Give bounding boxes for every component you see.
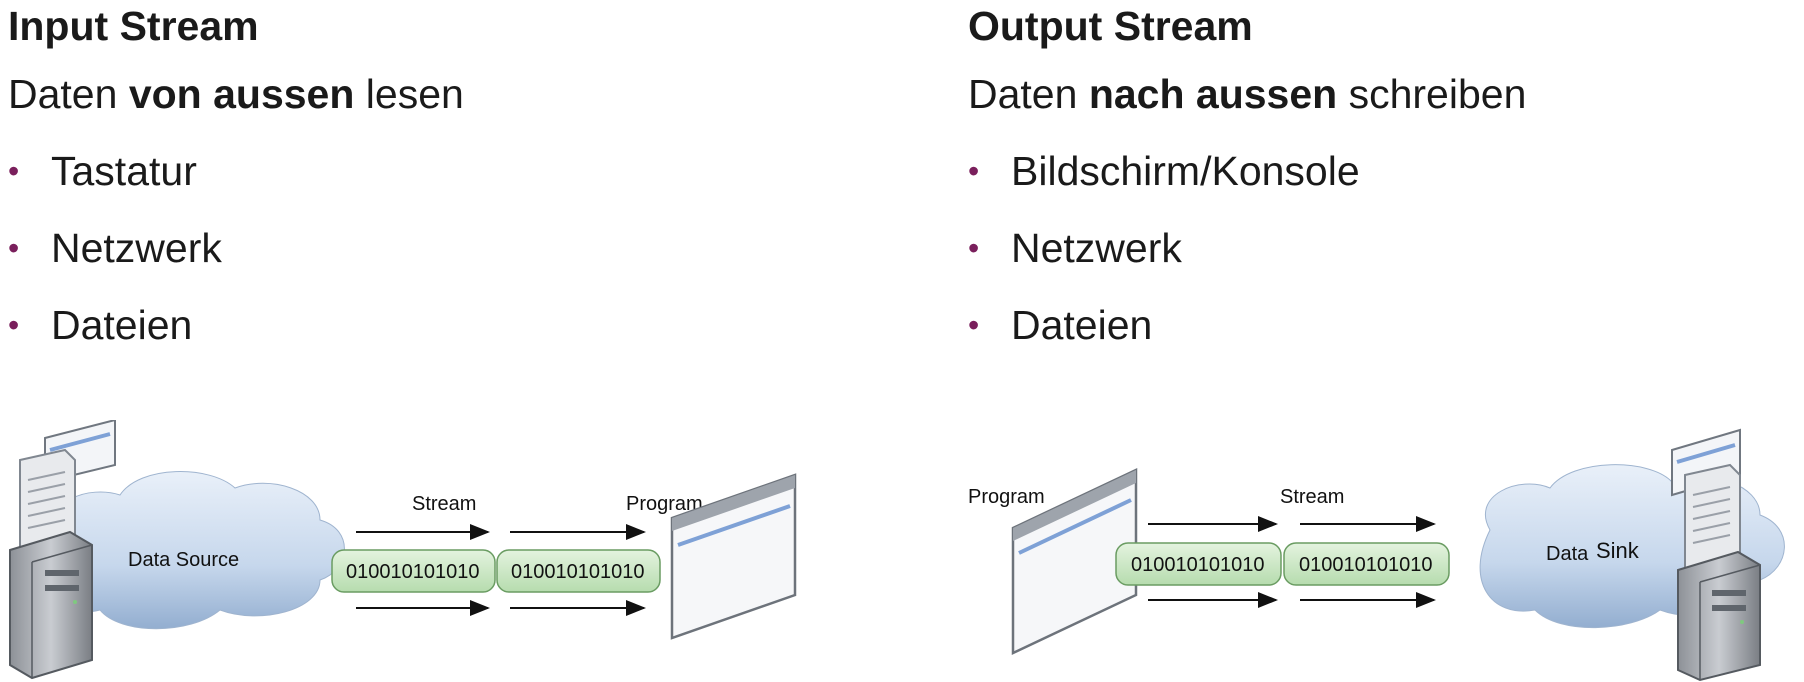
stream-arrows bbox=[356, 524, 646, 616]
server-icon bbox=[9, 530, 93, 680]
list-item-label: Netzwerk bbox=[1011, 225, 1182, 271]
stream-label: Stream bbox=[412, 493, 476, 515]
list-item: • Netzwerk bbox=[968, 222, 1360, 299]
input-stream-diagram: Data Source Stream Program 010010101010 … bbox=[9, 420, 797, 680]
list-item: • Bildschirm/Konsole bbox=[968, 145, 1360, 222]
subtitle-text: lesen bbox=[354, 71, 464, 117]
bullet-icon: • bbox=[8, 153, 20, 189]
subtitle-bold: nach aussen bbox=[1088, 71, 1338, 117]
subtitle-text: Daten bbox=[968, 71, 1089, 117]
data-packet: 010010101010 bbox=[331, 549, 496, 593]
program-label: Program bbox=[968, 486, 1045, 508]
list-item-label: Dateien bbox=[51, 302, 193, 348]
data-packet: 010010101010 bbox=[1283, 542, 1450, 586]
list-item: • Netzwerk bbox=[8, 222, 222, 299]
program-window-icon bbox=[1011, 468, 1138, 655]
document-icon bbox=[19, 448, 76, 557]
data-packet: 010010101010 bbox=[496, 549, 661, 593]
server-icon bbox=[1677, 550, 1761, 682]
list-item: • Dateien bbox=[968, 299, 1360, 376]
data-packet: 010010101010 bbox=[1115, 542, 1282, 586]
list-item: • Tastatur bbox=[8, 145, 222, 222]
packet-bits: 010010101010 bbox=[1131, 554, 1264, 576]
input-stream-subtitle: Daten von aussen lesen bbox=[8, 68, 464, 120]
program-label: Program bbox=[626, 493, 703, 515]
bullet-icon: • bbox=[8, 230, 20, 266]
output-stream-subtitle: Daten nach aussen schreiben bbox=[968, 68, 1526, 120]
input-source-list: • Tastatur • Netzwerk • Dateien bbox=[8, 145, 222, 376]
program-window-icon bbox=[670, 473, 797, 640]
data-source-label: Data Source bbox=[128, 549, 239, 571]
input-stream-title: Input Stream bbox=[8, 3, 259, 49]
output-target-list: • Bildschirm/Konsole • Netzwerk • Dateien bbox=[968, 145, 1360, 376]
bullet-icon: • bbox=[968, 153, 980, 189]
output-stream-diagram: Program Stream 010010101010 010010101010… bbox=[968, 428, 1785, 682]
packet-bits: 010010101010 bbox=[511, 561, 644, 583]
bullet-icon: • bbox=[968, 307, 980, 343]
stream-arrows bbox=[1148, 516, 1436, 608]
list-item-label: Dateien bbox=[1011, 302, 1153, 348]
subtitle-text: schreiben bbox=[1337, 71, 1527, 117]
list-item: • Dateien bbox=[8, 299, 222, 376]
list-item-label: Bildschirm/Konsole bbox=[1011, 148, 1360, 194]
document-icon bbox=[1684, 463, 1741, 572]
stream-label: Stream bbox=[1280, 486, 1344, 508]
list-item-label: Tastatur bbox=[51, 148, 197, 194]
bullet-icon: • bbox=[8, 307, 20, 343]
data-sink-label: Sink bbox=[1596, 538, 1640, 563]
bullet-icon: • bbox=[968, 230, 980, 266]
subtitle-text: Daten bbox=[8, 71, 129, 117]
list-item-label: Netzwerk bbox=[51, 225, 222, 271]
packet-bits: 010010101010 bbox=[1299, 554, 1432, 576]
output-stream-title: Output Stream bbox=[968, 3, 1253, 49]
data-sink-label: Data bbox=[1546, 543, 1589, 565]
subtitle-bold: von aussen bbox=[128, 71, 355, 117]
packet-bits: 010010101010 bbox=[346, 561, 479, 583]
